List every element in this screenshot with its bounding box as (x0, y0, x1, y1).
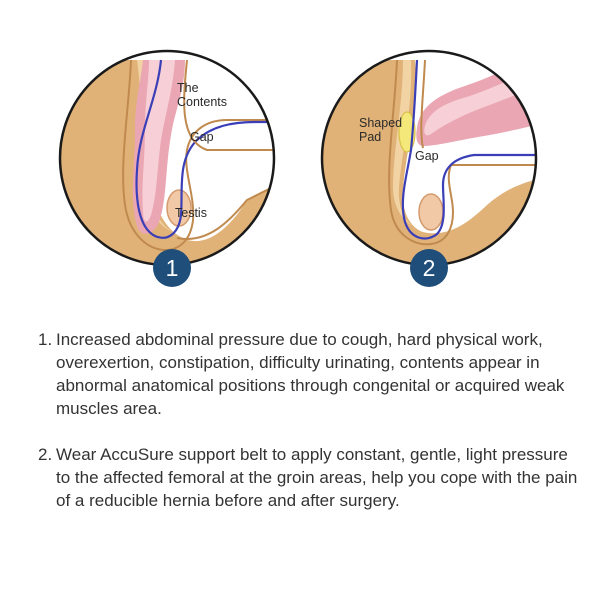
label-gap: Gap (190, 130, 214, 144)
gap-line (135, 59, 274, 239)
step-text: Wear AccuSure support belt to apply cons… (56, 445, 578, 510)
label-testis: Testis (175, 206, 207, 220)
sac-outline (388, 59, 536, 246)
step-number: 2. (38, 445, 53, 464)
hernia-illustration-1 (58, 49, 276, 267)
steps-list: 1. Increased abdominal pressure due to c… (38, 328, 578, 535)
step-badge-1: 1 (153, 249, 191, 287)
label-the-contents: The Contents (177, 81, 228, 109)
label-gap: Gap (415, 149, 439, 163)
canal-wall (183, 59, 274, 151)
label-shaped-pad: Shaped Pad (359, 116, 403, 144)
figure-2: Shaped Pad Gap 2 (319, 0, 539, 290)
hernia-contents-light (142, 60, 175, 222)
sac-outline (122, 59, 274, 252)
step-number: 1. (38, 330, 53, 349)
figure-1: The Contents Gap Testis 1 (57, 0, 277, 290)
hernia-illustration-2 (320, 49, 538, 267)
step-item: 1. Increased abdominal pressure due to c… (38, 328, 578, 420)
testis (418, 193, 444, 231)
gap-line (401, 59, 536, 240)
step-item: 2. Wear AccuSure support belt to apply c… (38, 443, 578, 512)
step-text: Increased abdominal pressure due to coug… (56, 330, 565, 418)
canal-wall (420, 59, 426, 149)
step-badge-2: 2 (410, 249, 448, 287)
